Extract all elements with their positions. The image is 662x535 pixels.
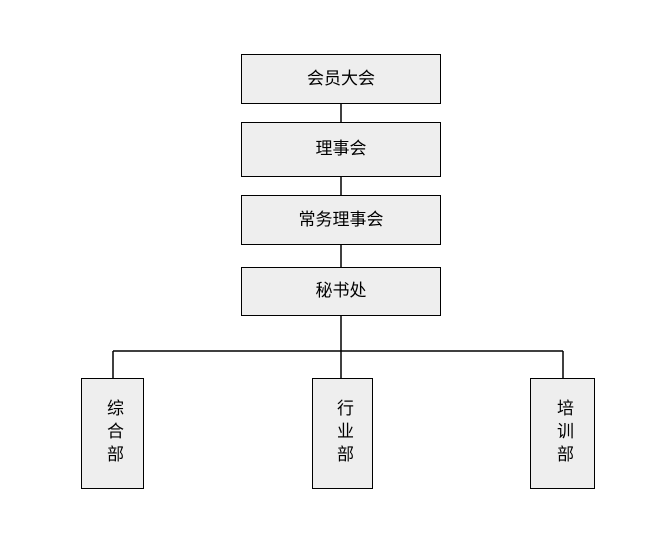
node-general-assembly: 会员大会 [241,54,441,104]
node-label: 会员大会 [307,68,375,89]
node-label: 培训部 [553,399,573,468]
node-general-affairs: 综合部 [81,378,144,489]
node-training: 培训部 [530,378,595,489]
node-label: 秘书处 [315,281,367,301]
node-industry: 行业部 [312,378,373,489]
node-label: 常务理事会 [298,209,384,230]
node-council: 理事会 [241,122,441,177]
node-label: 理事会 [315,139,367,159]
node-label: 行业部 [333,399,353,468]
node-secretariat: 秘书处 [241,267,441,316]
node-standing-council: 常务理事会 [241,195,441,245]
node-label: 综合部 [103,399,123,468]
